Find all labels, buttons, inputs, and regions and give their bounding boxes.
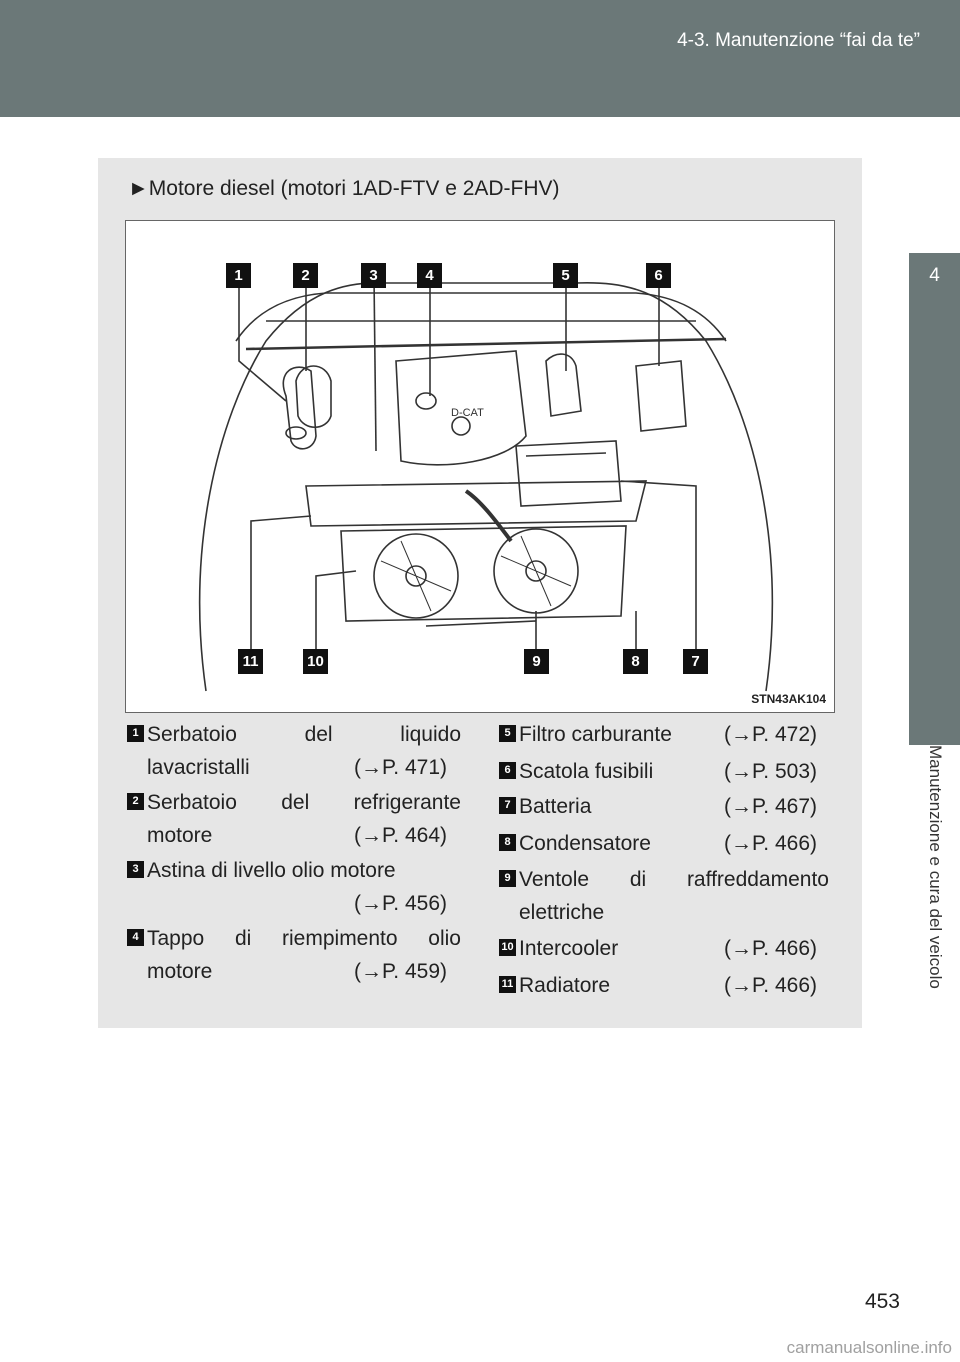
item-number: 9: [499, 870, 516, 887]
chapter-number: 4: [929, 265, 940, 286]
page-reference: (→P. 467): [724, 795, 817, 818]
page-reference: (→P. 466): [724, 937, 817, 960]
callout-9: 9: [524, 649, 549, 674]
callout-3: 3: [361, 263, 386, 288]
watermark-text[interactable]: carmanualsonline.info: [786, 1338, 952, 1357]
page-reference: (→P. 503): [724, 760, 817, 783]
callout-11: 11: [238, 649, 263, 674]
list-item: 11 Radiatore(→P. 466): [499, 969, 817, 1002]
item-number: 11: [499, 976, 516, 993]
list-item: 8 Condensatore(→P. 466): [499, 827, 817, 860]
item-number: 1: [127, 725, 144, 742]
callout-5: 5: [553, 263, 578, 288]
callout-1: 1: [226, 263, 251, 288]
item-number: 10: [499, 939, 516, 956]
page-header: 4-3. Manutenzione “fai da te”: [0, 0, 960, 117]
page-reference: (→P. 466): [724, 974, 817, 997]
header-section-title: 4-3. Manutenzione “fai da te”: [677, 30, 920, 51]
chapter-title: Manutenzione e cura del veicolo: [926, 745, 945, 989]
item-number: 8: [499, 834, 516, 851]
section-title: ►Motore diesel (motori 1AD-FTV e 2AD-FHV…: [128, 177, 560, 200]
callout-6: 6: [646, 263, 671, 288]
engine-compartment-figure: D-CAT 1 2 3 4 5 6 11 10: [125, 220, 835, 713]
list-item: 7 Batteria(→P. 467): [499, 790, 817, 823]
chapter-side-tab: 4: [909, 253, 960, 745]
callout-10: 10: [303, 649, 328, 674]
callout-2: 2: [293, 263, 318, 288]
page-reference: (→P. 459): [354, 960, 447, 983]
item-number: 2: [127, 793, 144, 810]
list-item: 3 Astina di livello olio motore (→P. 456…: [127, 854, 461, 920]
page-number: 453: [864, 1290, 900, 1313]
figure-code: STN43AK104: [751, 692, 826, 706]
chapter-title-vertical: Manutenzione e cura del veicolo: [910, 745, 960, 1065]
item-number: 6: [499, 762, 516, 779]
list-item: 10 Intercooler(→P. 466): [499, 932, 817, 965]
item-number: 4: [127, 929, 144, 946]
callout-4: 4: [417, 263, 442, 288]
page-reference: (→P. 456): [354, 892, 447, 915]
list-item: 6 Scatola fusibili(→P. 503): [499, 755, 817, 788]
svg-text:D-CAT: D-CAT: [451, 407, 484, 419]
item-number: 7: [499, 797, 516, 814]
page-reference: (→P. 464): [354, 824, 447, 847]
page-reference: (→P. 471): [354, 756, 447, 779]
page-reference: (→P. 466): [724, 832, 817, 855]
page-reference: (→P. 472): [724, 723, 817, 746]
engine-illustration: D-CAT: [198, 276, 774, 692]
item-number: 3: [127, 861, 144, 878]
item-number: 5: [499, 725, 516, 742]
callout-8: 8: [623, 649, 648, 674]
list-item: 5 Filtro carburante(→P. 472): [499, 718, 817, 751]
callout-7: 7: [683, 649, 708, 674]
